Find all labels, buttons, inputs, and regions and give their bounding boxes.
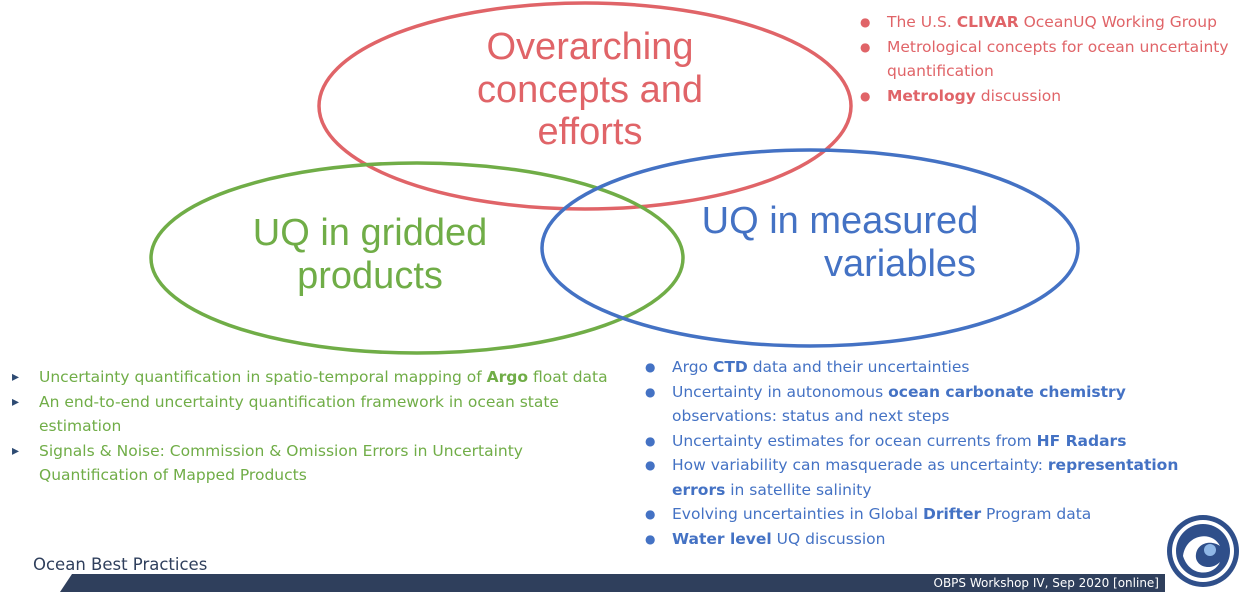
footer-title: Ocean Best Practices bbox=[33, 555, 208, 574]
list-item: Uncertainty quantification in spatio-tem… bbox=[12, 365, 612, 390]
overarching-list: The U.S. CLIVAR OceanUQ Working Group Me… bbox=[860, 10, 1230, 108]
list-item: Argo CTD data and their uncertainties bbox=[645, 355, 1225, 380]
gridded-ellipse bbox=[149, 161, 685, 355]
list-item: Metrological concepts for ocean uncertai… bbox=[860, 35, 1230, 84]
footer-bar bbox=[60, 574, 1165, 592]
gridded-label: UQ in gridded products bbox=[252, 212, 488, 297]
overarching-ellipse bbox=[317, 1, 853, 211]
footer-event: OBPS Workshop IV, Sep 2020 [online] bbox=[933, 576, 1160, 590]
gridded-list: Uncertainty quantification in spatio-tem… bbox=[12, 365, 612, 488]
list-item: Water level UQ discussion bbox=[645, 527, 1225, 552]
list-item: Uncertainty in autonomous ocean carbonat… bbox=[645, 380, 1225, 429]
list-item: An end-to-end uncertainty quantification… bbox=[12, 390, 612, 439]
list-item: The U.S. CLIVAR OceanUQ Working Group bbox=[860, 10, 1230, 35]
list-item: Evolving uncertainties in Global Drifter… bbox=[645, 502, 1225, 527]
list-item: Uncertainty estimates for ocean currents… bbox=[645, 429, 1225, 454]
measured-list: Argo CTD data and their uncertainties Un… bbox=[645, 355, 1225, 551]
overarching-label: Overarching concepts and efforts bbox=[476, 26, 704, 154]
measured-label: UQ in measured variables bbox=[701, 200, 979, 285]
list-item: Metrology discussion bbox=[860, 84, 1230, 109]
measured-ellipse bbox=[540, 148, 1080, 348]
list-item: Signals & Noise: Commission & Omission E… bbox=[12, 439, 612, 488]
list-item: How variability can masquerade as uncert… bbox=[645, 453, 1225, 502]
